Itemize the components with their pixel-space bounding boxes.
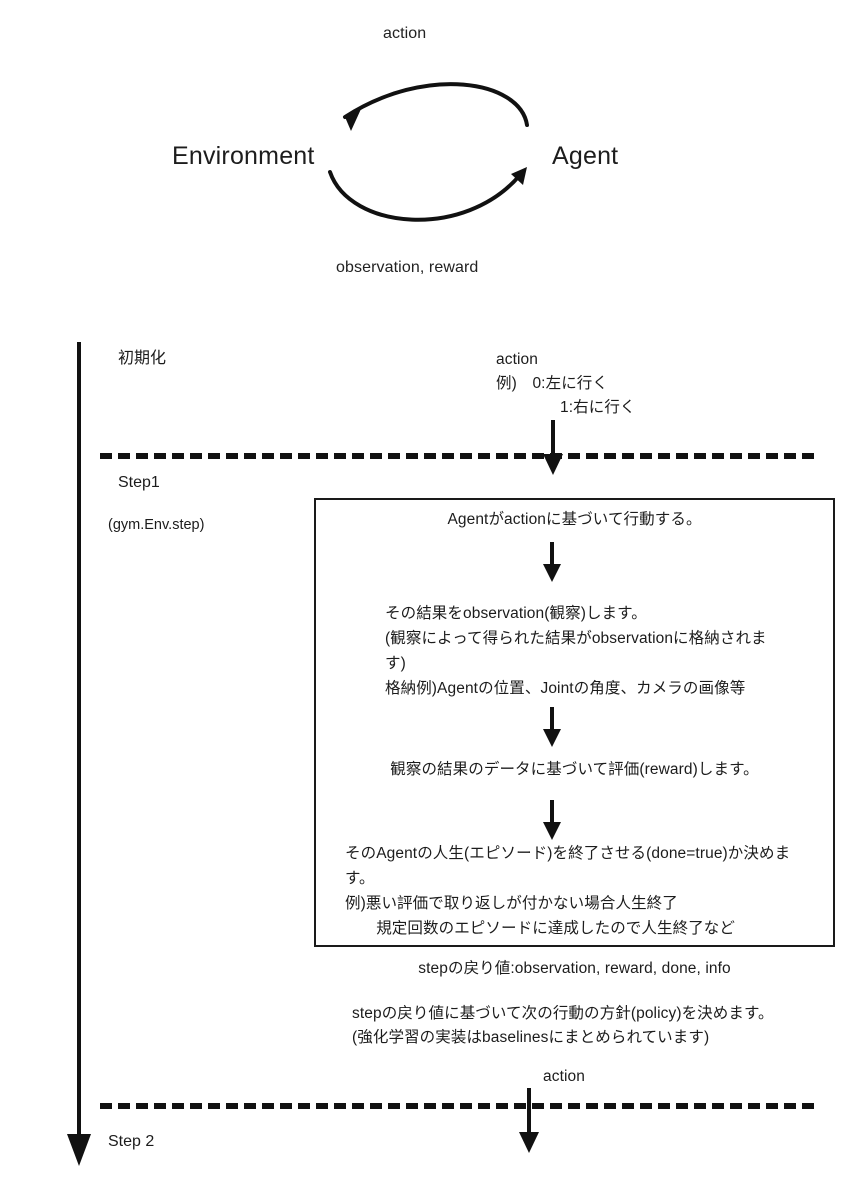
cycle-arrows-svg bbox=[328, 82, 529, 222]
step-return-values: stepの戻り値:observation, reward, done, info bbox=[418, 960, 731, 977]
cycle-environment-label: Environment bbox=[172, 142, 315, 170]
action-heading: action bbox=[496, 351, 538, 368]
arrowhead-timeline bbox=[67, 1134, 91, 1166]
action-down-arrow-1-svg bbox=[543, 420, 563, 475]
arrowhead-box-1 bbox=[543, 564, 561, 582]
step-box-arrow-2-svg bbox=[543, 707, 561, 747]
arrowhead-action-1 bbox=[543, 454, 563, 475]
arrowhead-box-2 bbox=[543, 729, 561, 747]
action-down-arrow-2-svg bbox=[519, 1088, 539, 1153]
dashed-separator-step1 bbox=[100, 453, 814, 459]
arc-action-path bbox=[343, 82, 529, 127]
step-box-block-3: 観察の結果のデータに基づいて評価(reward)します。 bbox=[390, 761, 759, 778]
step1-sublabel: (gym.Env.step) bbox=[108, 517, 205, 533]
step2-label: Step 2 bbox=[108, 1133, 155, 1150]
action-example-line-1: 例) 0:左に行く bbox=[496, 375, 608, 392]
arrowhead-action-2 bbox=[519, 1132, 539, 1153]
step-box-line-1: Agentがactionに基づいて行動する。 bbox=[447, 511, 702, 528]
step-box-block-2: その結果をobservation(観察)します。 (観察によって得られた結果がo… bbox=[385, 605, 767, 697]
policy-line-2: (強化学習の実装はbaselinesにまとめられています) bbox=[352, 1029, 710, 1046]
policy-line-1: stepの戻り値に基づいて次の行動の方針(policy)を決めます。 bbox=[352, 1005, 774, 1022]
arrowhead-action bbox=[345, 109, 361, 131]
step-detail-box bbox=[314, 498, 835, 947]
bottom-action-label: action bbox=[543, 1068, 585, 1085]
step1-label: Step1 bbox=[118, 474, 160, 491]
step-box-arrow-1-svg bbox=[543, 542, 561, 582]
cycle-observation-reward-label: observation, reward bbox=[336, 259, 479, 276]
step-box-arrow-3-svg bbox=[543, 800, 561, 840]
arc-observation-path bbox=[328, 170, 522, 222]
timeline-arrow-svg bbox=[67, 342, 91, 1166]
cycle-agent-label: Agent bbox=[552, 142, 619, 170]
cycle-action-label: action bbox=[383, 25, 427, 42]
action-example-line-2: 1:右に行く bbox=[560, 399, 636, 416]
dashed-separator-step2 bbox=[100, 1103, 814, 1109]
arrowhead-box-3 bbox=[543, 822, 561, 840]
timeline-init-label: 初期化 bbox=[118, 350, 167, 367]
arrowhead-observation bbox=[511, 167, 527, 185]
step-box-block-4: そのAgentの人生(エピソード)を終了させる(done=true)か決めま す… bbox=[345, 845, 791, 937]
